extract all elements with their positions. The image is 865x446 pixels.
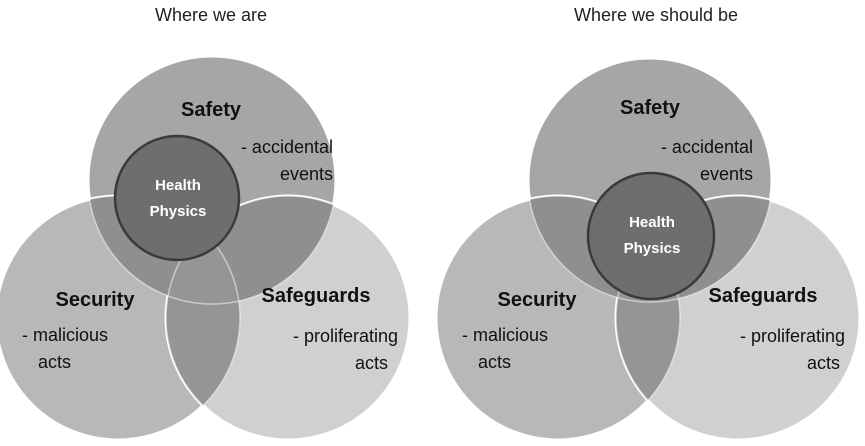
safety-line2: events (700, 164, 753, 184)
safeguards-outline (165, 195, 411, 441)
diagram-title: Where we should be (574, 5, 738, 25)
safeguards-line2: acts (807, 353, 840, 373)
diagram-title: Where we are (155, 5, 267, 25)
security-label: Security (498, 289, 578, 311)
security-label: Security (56, 289, 136, 311)
security-outline (435, 195, 681, 441)
health-physics-line2: Physics (150, 203, 207, 220)
health-physics-line1: Health (629, 214, 675, 231)
safety-label: Safety (181, 99, 242, 121)
safeguards-line1: - proliferating (293, 326, 398, 346)
safeguards-line1: - proliferating (740, 326, 845, 346)
health-physics-line2: Physics (624, 240, 681, 257)
security-line2: acts (38, 352, 71, 372)
health-physics-circle (113, 134, 241, 262)
safeguards-label: Safeguards (262, 285, 371, 307)
diagram-left: Where we are Safety - accidental events … (0, 5, 412, 442)
safety-line1: - accidental (661, 137, 753, 157)
safety-outline (87, 55, 337, 305)
safeguards-label: Safeguards (709, 285, 818, 307)
safeguards-outline (615, 195, 861, 441)
security-line1: - malicious (22, 325, 108, 345)
security-line2: acts (478, 352, 511, 372)
diagram-right: Where we should be Safety - accidental e… (434, 5, 862, 442)
safety-safeguards-overlap (166, 196, 336, 304)
safety-line1: - accidental (241, 137, 333, 157)
security-line1: - malicious (462, 325, 548, 345)
health-physics-circle (586, 171, 716, 301)
safety-label: Safety (620, 97, 681, 119)
safety-line2: events (280, 164, 333, 184)
safeguards-line2: acts (355, 353, 388, 373)
safety-outline (527, 57, 773, 303)
health-physics-line1: Health (155, 177, 201, 194)
